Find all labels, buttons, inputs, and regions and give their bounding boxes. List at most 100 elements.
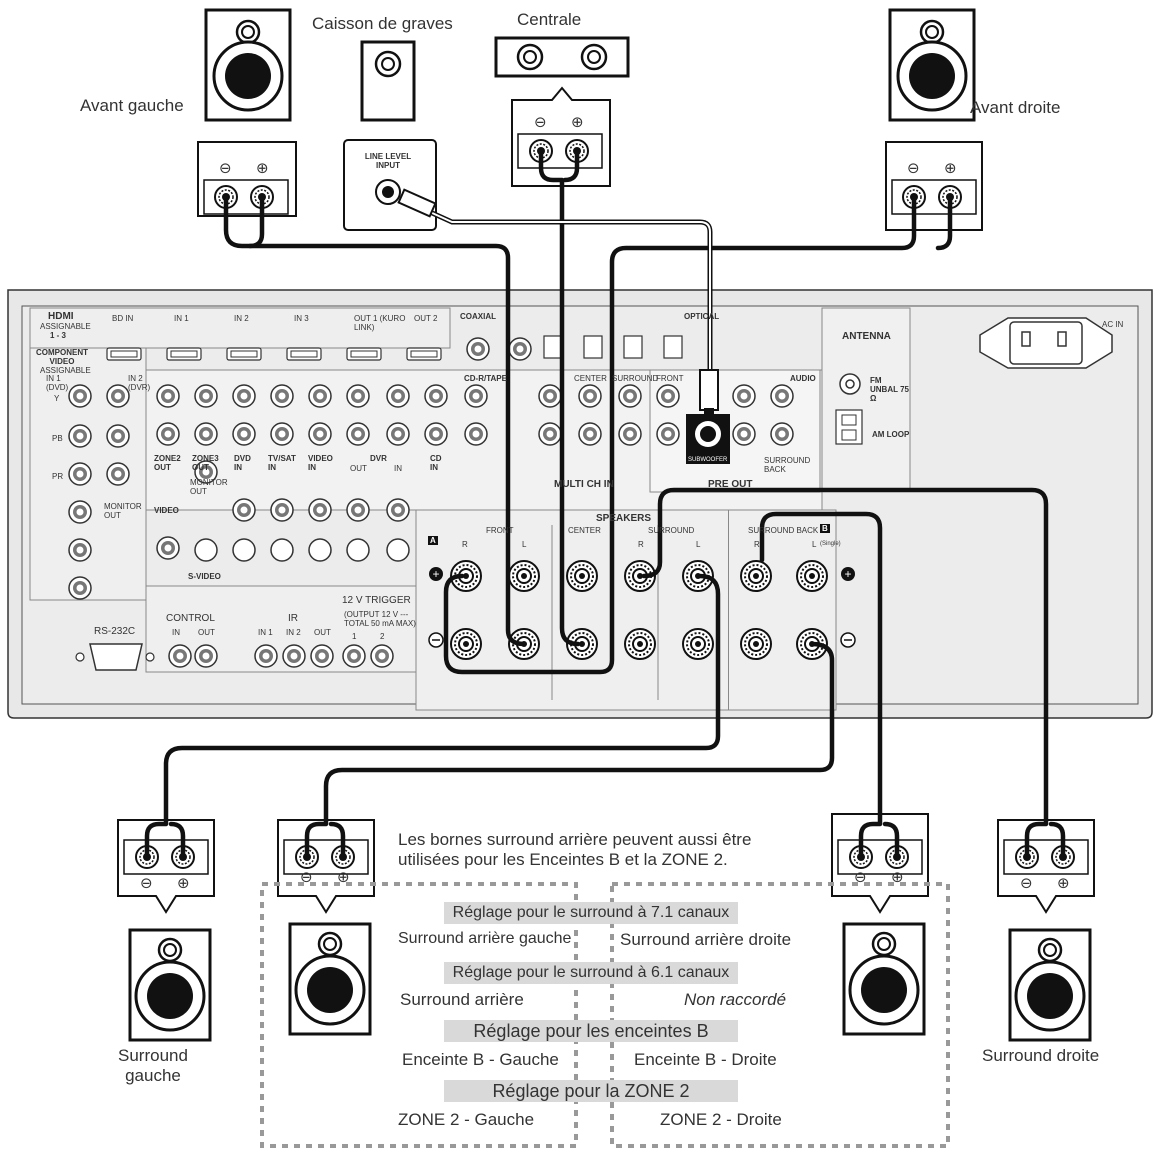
speakers-r-surround: R [638, 540, 644, 549]
audio-label: AUDIO [790, 374, 816, 383]
control-label: CONTROL [166, 613, 215, 624]
trigger-2: 2 [380, 632, 385, 641]
speakers-r-back: R [754, 540, 760, 549]
surround-back-note: Les bornes surround arrière peuvent auss… [398, 830, 752, 869]
line-level-input-label: LINE LEVEL INPUT [364, 152, 412, 170]
speakers-l-front: L [522, 540, 527, 549]
component-video-title: COMPONENT VIDEO [36, 348, 88, 366]
front-left-terminal [197, 141, 297, 217]
subwoofer-label: Caisson de graves [312, 14, 453, 33]
ir-out: OUT [314, 628, 331, 637]
optical-title: OPTICAL [684, 312, 720, 321]
front-left-label: Avant gauche [80, 96, 184, 115]
speakers-surround-back: SURROUND BACK / B [748, 526, 831, 535]
col-tvsat: TV/SAT IN [268, 454, 296, 472]
surround-right-plus: ⊕ [1057, 875, 1070, 892]
surround-left-speaker [128, 928, 212, 1042]
component-in1: IN 1 (DVD) [46, 374, 69, 392]
surround-left-terminal [117, 819, 215, 914]
speakers-title: SPEAKERS [596, 513, 652, 524]
col-dvd: DVD IN [234, 454, 251, 472]
control-out: OUT [198, 628, 215, 637]
setting-6-1-left: Surround arrière [400, 990, 524, 1009]
surround-back-left-plus: ⊕ [337, 869, 350, 886]
surround-back-right-terminal [831, 813, 929, 914]
front-right-minus: ⊖ [907, 160, 920, 177]
ir-in1: IN 1 [258, 628, 273, 637]
center-terminal [511, 86, 611, 187]
center-label: Centrale [517, 10, 582, 29]
rs232c-label: RS-232C [94, 626, 136, 637]
speakers-center: CENTER [568, 526, 601, 535]
hdmi-in2: IN 2 [234, 314, 249, 323]
ir-in2: IN 2 [286, 628, 301, 637]
trigger-1: 1 [352, 632, 357, 641]
video-label: VIDEO [154, 506, 179, 515]
control-in: IN [172, 628, 180, 637]
surround-back-right-plus: ⊕ [891, 869, 904, 886]
center-minus: ⊖ [534, 114, 547, 131]
col-cdr: CD-R/TAPE [464, 374, 507, 383]
group-a-badge: A [428, 536, 438, 545]
setting-7-1-title: Réglage pour le surround à 7.1 canaux [444, 902, 738, 924]
hdmi-range: 1 - 3 [50, 331, 67, 340]
center-plus: ⊕ [571, 114, 584, 131]
subwoofer-cable [397, 188, 719, 418]
svg-text:+: + [432, 567, 439, 581]
fm-label: FM UNBAL 75 Ω [870, 376, 909, 403]
setting-7-1-right: Surround arrière droite [620, 930, 792, 949]
setting-zone2-left: ZONE 2 - Gauche [398, 1110, 535, 1129]
preout-surround: SURROUND [612, 374, 659, 383]
setting-zone2-title: Réglage pour la ZONE 2 [444, 1080, 738, 1102]
surround-back-right-minus: ⊖ [854, 869, 867, 886]
trigger-sub: (OUTPUT 12 V --- TOTAL 50 mA MAX) [344, 610, 416, 628]
s-video-label: S-VIDEO [188, 572, 221, 581]
preout-front: FRONT [656, 374, 684, 383]
component-monitor-out: MONITOR OUT [104, 502, 142, 520]
surround-left-plus: ⊕ [177, 875, 190, 892]
component-video-assignable: ASSIGNABLE [40, 366, 91, 375]
setting-zone2-right: ZONE 2 - Droite [660, 1110, 782, 1129]
speakers-surround: SURROUND [648, 526, 695, 535]
setting-b-title: Réglage pour les enceintes B [444, 1020, 738, 1042]
surround-right-minus: ⊖ [1020, 875, 1033, 892]
surround-back-left-minus: ⊖ [300, 869, 313, 886]
surround-right-terminal [997, 819, 1095, 914]
front-left-speaker [204, 8, 292, 122]
dvr-in: IN [394, 464, 402, 473]
multi-ch-in-label: MULTI CH IN [554, 479, 614, 490]
hdmi-out2: OUT 2 [414, 314, 438, 323]
col-cd: CD IN [430, 454, 442, 472]
preout-center: CENTER [574, 374, 607, 383]
ac-in-label: AC IN [1102, 320, 1124, 329]
center-speaker [494, 36, 630, 78]
front-right-label: Avant droite [970, 98, 1061, 117]
front-right-speaker [888, 8, 976, 122]
pre-out-label: PRE OUT [708, 479, 753, 490]
speaker-cables [144, 148, 1066, 860]
front-right-terminal [885, 141, 983, 231]
subwoofer-jack-label: SUBWOOFER [688, 457, 728, 463]
surround-right-label: Surround droite [982, 1046, 1100, 1065]
speakers-r-front: R [462, 540, 468, 549]
trigger-label: 12 V TRIGGER [342, 595, 411, 606]
group-b-badge: B [820, 524, 830, 533]
setting-b-right: Enceinte B - Droite [634, 1050, 777, 1069]
surround-right-speaker [1008, 928, 1092, 1042]
setting-b-left: Enceinte B - Gauche [402, 1050, 559, 1069]
ir-label: IR [288, 613, 298, 624]
svg-text:+: + [844, 567, 851, 581]
receiver-back-panel: + + [7, 289, 1153, 719]
component-y: Y [54, 394, 60, 403]
speakers-l-back: L [812, 540, 817, 549]
surround-back-left-terminal [277, 819, 375, 914]
hdmi-in1: IN 1 [174, 314, 189, 323]
speakers-front: FRONT [486, 526, 514, 535]
antenna-title: ANTENNA [842, 331, 891, 342]
dvr-out: OUT [350, 464, 367, 473]
speakers-l-surround: L [696, 540, 701, 549]
front-left-minus: ⊖ [219, 160, 232, 177]
col-zone2: ZONE2 OUT [154, 454, 181, 472]
monitor-out-small: MONITOR OUT [190, 478, 228, 496]
hdmi-in3: IN 3 [294, 314, 309, 323]
